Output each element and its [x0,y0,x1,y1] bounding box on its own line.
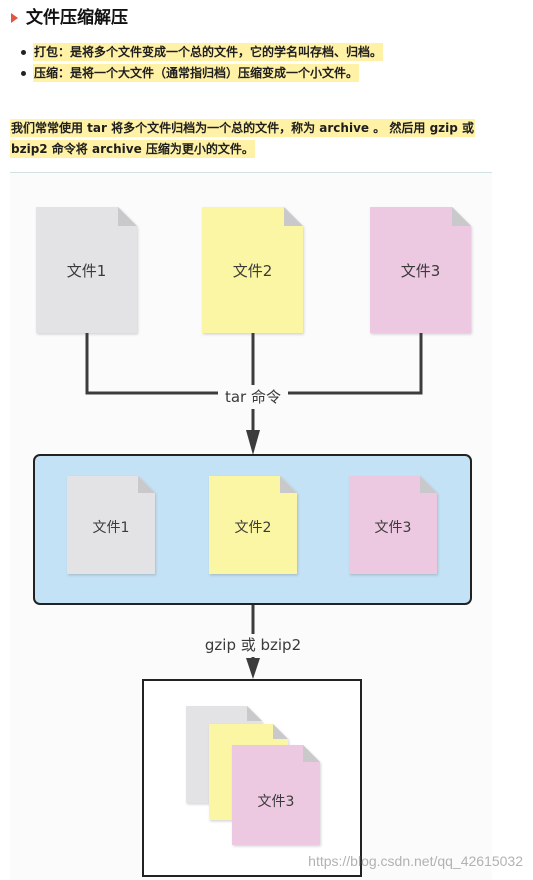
bullet-text-pack: 打包：是将多个文件变成一个总的文件，它的学名叫存档、归档。 [33,43,384,61]
intro-paragraph: 我们常常使用 tar 将多个文件归档为一个总的文件，称为 archive 。 然… [10,118,492,160]
bullet-list: 打包：是将多个文件变成一个总的文件，它的学名叫存档、归档。 压缩：是将一个大文件… [0,42,520,84]
compressed-file-label: 文件3 [258,794,295,810]
tar-arrow-head [246,430,260,455]
triangle-right-icon [11,13,18,23]
compressed-file-2-fold [273,724,288,739]
compressed-file-3 [232,745,320,845]
compressed-file-3-sheet [232,745,320,845]
list-item: 打包：是将多个文件变成一个总的文件，它的学名叫存档、归档。 [0,42,520,63]
tar-label-background [218,385,288,409]
source-file-1-label: 文件1 [67,262,107,280]
source-file-3-label: 文件3 [401,262,441,280]
source-file-2-sheet [202,207,303,333]
archive-file-3 [349,476,437,574]
section-heading: 文件压缩解压 [0,6,533,30]
archive-file-2-label: 文件2 [235,520,272,536]
archive-file-2-sheet [209,476,297,574]
archive-file-3-label: 文件3 [375,520,412,536]
source-file-2 [202,207,303,333]
compress-command-label: gzip 或 bzip2 [205,636,301,654]
archive-file-2 [209,476,297,574]
compress-label-background [200,634,306,657]
archive-file-3-fold [420,476,437,493]
compress-arrow-head [246,658,260,679]
archive-file-2-fold [280,476,297,493]
compressed-file-1-fold [247,706,262,721]
list-item: 压缩：是将一个大文件（通常指归档）压缩变成一个小文件。 [0,63,520,84]
archive-file-1-sheet [67,476,155,574]
archive-file-1-fold [138,476,155,493]
heading-title: 文件压缩解压 [26,8,128,28]
bullet-text-compress: 压缩：是将一个大文件（通常指归档）压缩变成一个小文件。 [33,64,360,82]
source-file-2-label: 文件2 [233,262,273,280]
bullet-dot-icon [21,50,26,55]
source-file-3-fold [452,207,471,226]
archive-file-1-label: 文件1 [93,520,130,536]
compression-diagram: 文件1 文件2 文件3 tar 命令 文件1 文件2 文件3 gzip 或 bz… [10,172,492,880]
source-file-1-sheet [36,207,137,333]
source-file-1-fold [118,207,137,226]
archive-file-1 [67,476,155,574]
tar-command-label: tar 命令 [225,388,281,406]
compressed-file-3-fold [303,745,320,762]
watermark-url: https://blog.csdn.net/qq_42615032 [308,853,523,869]
source-file-1 [36,207,137,333]
source-file-2-fold [284,207,303,226]
paragraph-text: 我们常常使用 tar 将多个文件归档为一个总的文件，称为 archive 。 然… [10,119,476,158]
archive-file-3-sheet [349,476,437,574]
source-file-3-sheet [370,207,471,333]
source-file-3 [370,207,471,333]
bullet-dot-icon [21,71,26,76]
